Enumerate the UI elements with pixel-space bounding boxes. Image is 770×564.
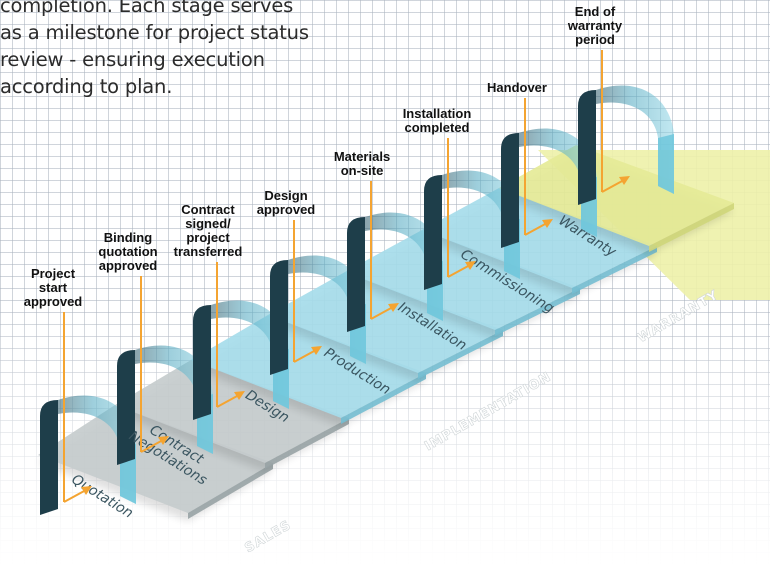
stage-platform-edge	[495, 288, 580, 336]
stage-platform	[268, 272, 503, 373]
gate-arch	[211, 300, 289, 409]
milestone-arrow-line	[216, 394, 240, 408]
milestone-label-line: project	[186, 230, 230, 245]
gate-post-dark	[193, 305, 211, 420]
gate-post-dark	[501, 133, 519, 248]
stage-platform	[115, 360, 349, 463]
milestone-arrow-line	[447, 264, 471, 278]
milestone-label-line: approved	[99, 258, 158, 273]
stage-platform	[345, 230, 580, 330]
milestone-label-line: completed	[404, 120, 469, 135]
milestone-arrow-line	[524, 222, 548, 236]
milestone-arrow-head	[311, 346, 322, 355]
milestone-label-line: signed/	[185, 216, 231, 231]
milestone-arrow-head	[542, 219, 553, 228]
gate-post-dark	[40, 400, 58, 515]
gate-arch	[58, 395, 136, 504]
stage-platform-edge	[572, 246, 657, 294]
milestone-label-line: start	[39, 280, 68, 295]
phase-label: SALES	[242, 518, 294, 556]
stage-platform-edge	[649, 203, 734, 252]
gate-arch	[288, 255, 366, 364]
gate-arch	[519, 128, 597, 237]
milestone-arrow-line	[63, 489, 87, 503]
milestone-arrow-line	[601, 179, 625, 193]
gate-post-dark	[424, 175, 442, 290]
milestone-arrow-head	[388, 303, 399, 312]
milestone-label-line: Project	[31, 266, 76, 281]
milestone-label-line: approved	[257, 202, 316, 217]
milestone-label-line: End of	[575, 4, 616, 19]
milestone-label-line: warranty	[567, 18, 623, 33]
phase-label: IMPLEMENTATION	[422, 370, 554, 455]
stage-platform	[38, 405, 273, 513]
intro-line: according to plan.	[0, 75, 173, 98]
intro-line: completion. Each stage serves	[0, 0, 294, 17]
milestone-arrow-head	[234, 391, 245, 400]
milestone-label-line: Binding	[104, 230, 152, 245]
milestone-label-line: approved	[24, 294, 83, 309]
stage-platform-edge	[265, 418, 349, 469]
stage-platform-edge	[188, 463, 273, 519]
stage-platform-edge	[418, 330, 503, 379]
milestone-arrow-head	[81, 486, 92, 495]
phase-label: WARRANTY	[635, 288, 721, 347]
gate-arch	[365, 212, 443, 321]
gate-post-dark	[347, 217, 365, 332]
intro-line: as a milestone for project status	[0, 21, 309, 44]
gate-post-light	[658, 134, 674, 194]
intro-paragraph: completion. Each stage serves as a miles…	[0, 0, 340, 100]
milestone-label-line: Installation	[403, 106, 472, 121]
milestone-label-line: Design	[264, 188, 307, 203]
milestone-label: Handover	[487, 80, 547, 95]
milestone-label-line: Handover	[487, 80, 547, 95]
milestone-label-line: Materials	[334, 149, 390, 164]
stage-platform	[422, 188, 657, 288]
gate-post-dark	[578, 90, 596, 205]
gate-arch	[442, 170, 520, 279]
stage-platform-edge	[341, 373, 426, 424]
milestone-arrow-head	[619, 176, 630, 185]
milestone-label-line: transferred	[174, 244, 243, 259]
stage-platform	[191, 315, 426, 418]
milestone-label-line: on-site	[341, 163, 384, 178]
milestone-arrow-line	[140, 439, 164, 453]
milestone-arrow-line	[293, 349, 317, 363]
milestone-arrow-head	[158, 436, 169, 445]
milestone-label-line: quotation	[98, 244, 157, 259]
milestone-arrow-head	[465, 261, 476, 270]
milestone-arrow-line	[370, 306, 394, 320]
intro-line: review - ensuring execution	[0, 48, 265, 71]
milestone-label-line: Contract	[181, 202, 235, 217]
milestone-label-line: period	[575, 32, 615, 47]
gate-arch	[596, 85, 674, 194]
stage-platform	[499, 145, 734, 246]
gate-post-dark	[117, 350, 135, 465]
gate-post-dark	[270, 260, 288, 375]
